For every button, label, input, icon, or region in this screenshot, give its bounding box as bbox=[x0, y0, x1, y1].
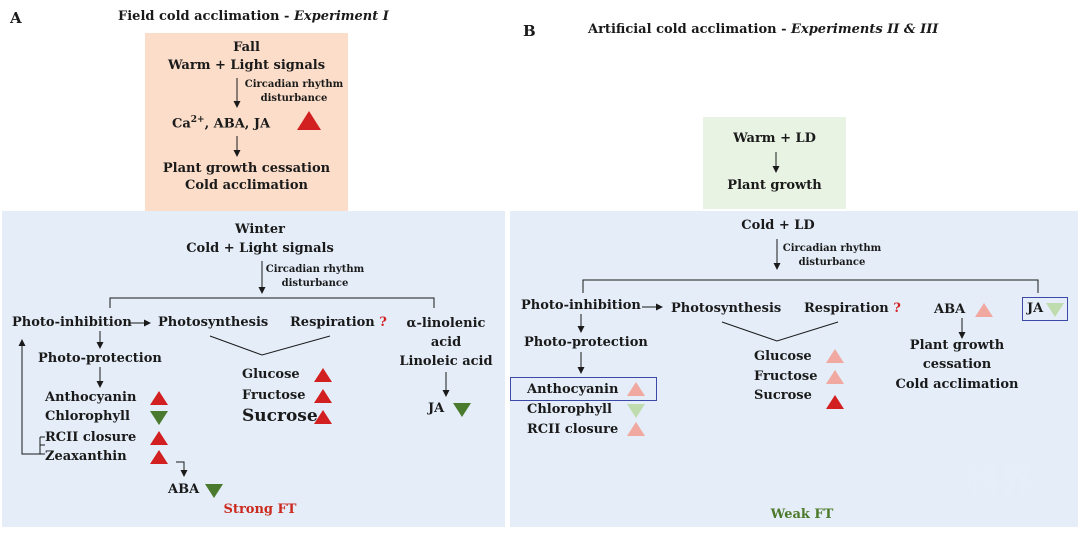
a-zeaxanthin: Zeaxanthin bbox=[45, 449, 127, 464]
b-respiration-question-mark: ? bbox=[893, 301, 901, 316]
fall-circadian-line1: Circadian rhythm bbox=[244, 79, 344, 90]
calcium-superscript: 2+ bbox=[190, 115, 205, 125]
a-photo-inhibition: Photo-inhibition bbox=[12, 315, 132, 330]
winter-circadian-line2: disturbance bbox=[281, 278, 349, 289]
b-respiration: Respiration ? bbox=[804, 301, 901, 317]
a-glucose: Glucose bbox=[242, 367, 300, 382]
b-anthocyanin: Anthocyanin bbox=[527, 382, 619, 397]
a-respiration-label: Respiration bbox=[290, 315, 375, 330]
b-ja-down-indicator bbox=[1046, 303, 1064, 317]
panel-b-title-main: Artificial cold acclimation - bbox=[588, 22, 792, 37]
fall-outcome-line2: Cold acclimation bbox=[185, 178, 308, 193]
panel-a-letter: A bbox=[10, 9, 22, 27]
cold-ld-panel bbox=[510, 211, 1078, 527]
a-anthocyanin-up-indicator bbox=[150, 391, 168, 405]
b-circadian-line1: Circadian rhythm bbox=[782, 243, 882, 254]
b-fructose-up-indicator bbox=[826, 370, 844, 384]
cold-ld-signals: Cold + LD bbox=[741, 218, 815, 233]
b-outcome-line2: cessation bbox=[922, 357, 992, 372]
a-ja-down-indicator bbox=[453, 403, 471, 417]
strong-ft-label: Strong FT bbox=[223, 502, 297, 517]
a-aba: ABA bbox=[168, 482, 200, 497]
a-respiration-question-mark: ? bbox=[379, 315, 387, 330]
b-outcome-line1: Plant growth bbox=[909, 338, 1005, 353]
b-outcome-line3: Cold acclimation bbox=[895, 377, 1019, 392]
b-sucrose: Sucrose bbox=[754, 388, 812, 403]
b-anthocyanin-highlight-box bbox=[510, 377, 657, 401]
panel-b-letter: B bbox=[523, 22, 536, 40]
a-alpha-linolenic-line2: acid bbox=[430, 335, 462, 350]
a-respiration: Respiration ? bbox=[290, 315, 387, 331]
winter-panel bbox=[2, 211, 505, 527]
a-linoleic-acid: Linoleic acid bbox=[399, 354, 493, 369]
hormones-label: , ABA, JA bbox=[204, 116, 271, 132]
b-photo-inhibition: Photo-inhibition bbox=[521, 298, 641, 313]
b-fructose: Fructose bbox=[754, 369, 818, 384]
panel-b-title: Artificial cold acclimation - Experiment… bbox=[588, 22, 938, 38]
a-chlorophyll: Chlorophyll bbox=[45, 409, 130, 424]
panel-a-title-experiment: Experiment I bbox=[293, 9, 389, 24]
a-rcii-closure: RCII closure bbox=[45, 430, 137, 445]
b-chlorophyll-down-indicator bbox=[627, 404, 645, 418]
b-ja: JA bbox=[1027, 301, 1044, 316]
fall-season: Fall bbox=[233, 40, 260, 55]
b-chlorophyll: Chlorophyll bbox=[527, 402, 612, 417]
b-glucose-up-indicator bbox=[826, 349, 844, 363]
panel-a-title: Field cold acclimation - Experiment I bbox=[118, 9, 389, 25]
winter-season: Winter bbox=[235, 222, 285, 237]
weak-ft-label: Weak FT bbox=[770, 507, 834, 522]
warm-ld-outcome: Plant growth bbox=[727, 178, 822, 193]
b-aba: ABA bbox=[934, 302, 966, 317]
watermark: 科界 bbox=[966, 460, 1034, 500]
b-glucose: Glucose bbox=[754, 349, 812, 364]
fall-signals: Warm + Light signals bbox=[167, 58, 326, 73]
warm-ld-signals: Warm + LD bbox=[733, 131, 816, 146]
a-sucrose: Sucrose bbox=[242, 406, 318, 426]
b-ja-highlight-box bbox=[1022, 297, 1068, 321]
b-aba-up-indicator bbox=[975, 303, 993, 317]
winter-circadian-line1: Circadian rhythm bbox=[265, 264, 365, 275]
winter-signals: Cold + Light signals bbox=[186, 241, 334, 256]
b-photosynthesis: Photosynthesis bbox=[671, 301, 782, 316]
panel-b-title-experiment: Experiments II & III bbox=[791, 22, 939, 37]
calcium-label: Ca bbox=[172, 116, 191, 132]
fall-signal-molecules: Ca2+, ABA, JA bbox=[172, 115, 270, 133]
a-aba-down-indicator bbox=[205, 484, 223, 498]
a-fructose: Fructose bbox=[242, 388, 306, 403]
b-respiration-label: Respiration bbox=[804, 301, 889, 316]
b-rcii-closure: RCII closure bbox=[527, 422, 619, 437]
a-photosynthesis: Photosynthesis bbox=[158, 315, 269, 330]
b-rcii-up-indicator bbox=[627, 422, 645, 436]
a-sucrose-up-indicator bbox=[314, 410, 332, 424]
b-circadian-line2: disturbance bbox=[798, 257, 866, 268]
fall-circadian-line2: disturbance bbox=[260, 93, 328, 104]
a-glucose-up-indicator bbox=[314, 368, 332, 382]
b-sucrose-up-indicator bbox=[826, 395, 844, 409]
a-zeaxanthin-up-indicator bbox=[150, 450, 168, 464]
warm-ld-box bbox=[703, 117, 846, 209]
fall-signals-up-indicator bbox=[297, 111, 321, 130]
a-alpha-linolenic-line1: α-linolenic bbox=[406, 316, 486, 331]
a-photo-protection: Photo-protection bbox=[38, 351, 162, 366]
panel-a-title-main: Field cold acclimation - bbox=[118, 9, 294, 24]
a-ja: JA bbox=[428, 401, 445, 416]
fall-outcome-line1: Plant growth cessation bbox=[162, 161, 331, 176]
a-rcii-up-indicator bbox=[150, 431, 168, 445]
b-anthocyanin-up-indicator bbox=[627, 382, 645, 396]
a-anthocyanin: Anthocyanin bbox=[45, 390, 137, 405]
a-chlorophyll-down-indicator bbox=[150, 411, 168, 425]
b-photo-protection: Photo-protection bbox=[524, 335, 648, 350]
a-fructose-up-indicator bbox=[314, 389, 332, 403]
